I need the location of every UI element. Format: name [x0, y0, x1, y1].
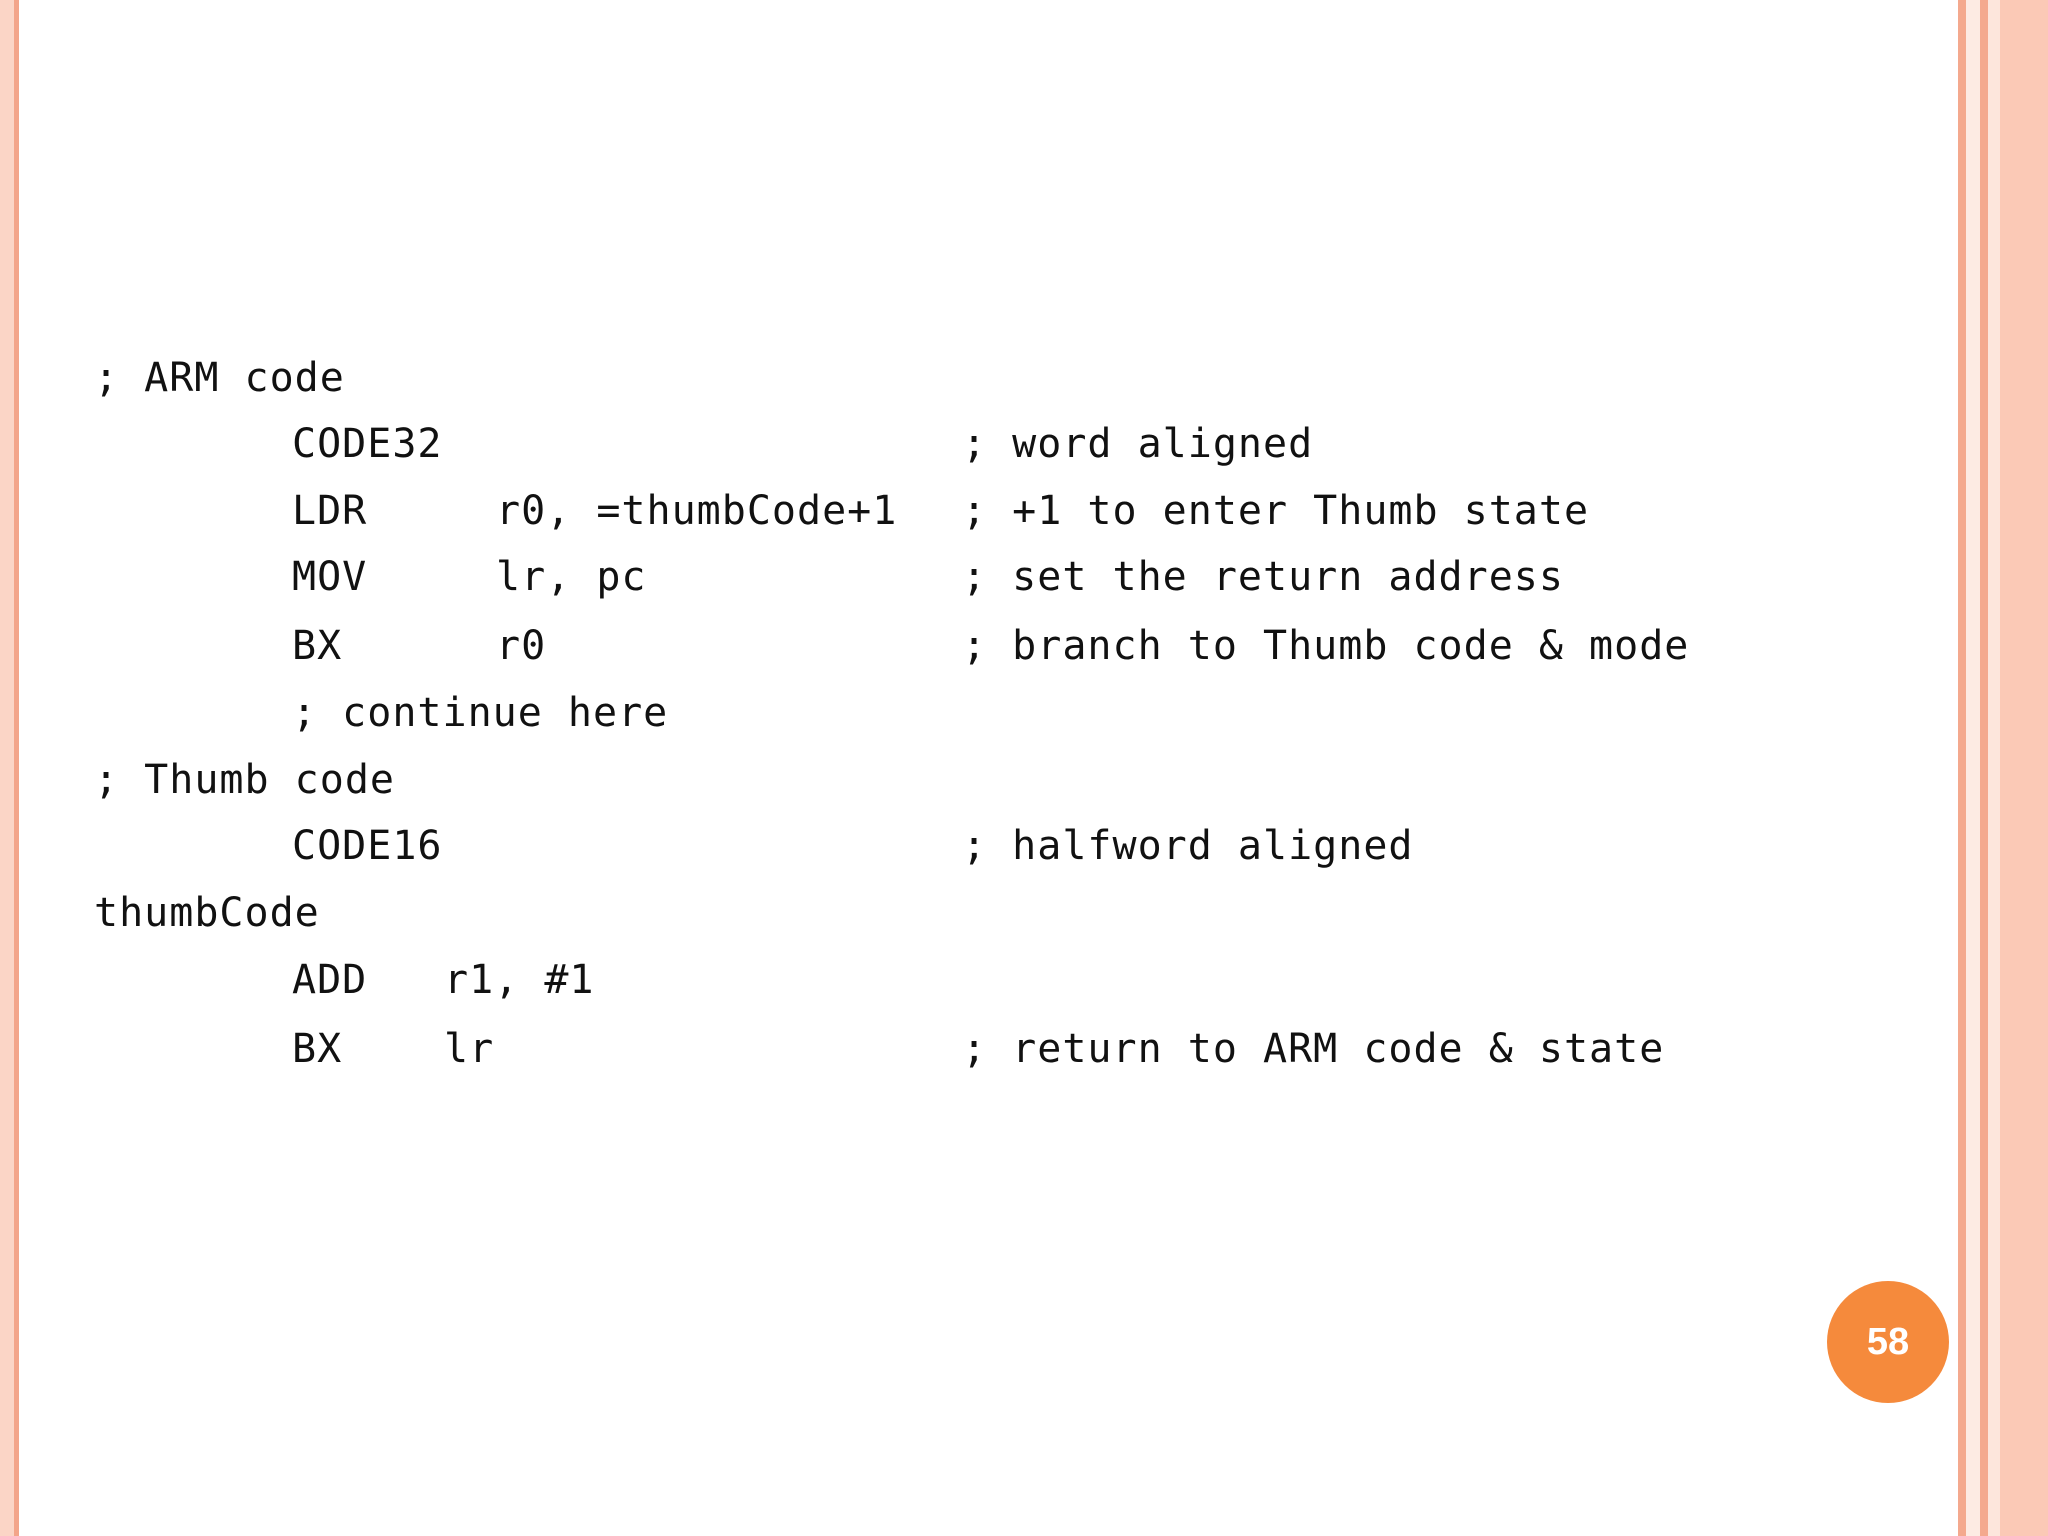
ldr-instruction: LDR — [292, 488, 368, 534]
ldr-operands: r0, =thumbCode+1 — [496, 488, 898, 534]
continue-comment: ; continue here — [292, 690, 669, 736]
add-operands: r1, #1 — [444, 957, 595, 1003]
thumb-code-comment: ; Thumb code — [94, 757, 395, 803]
code32-directive: CODE32 — [292, 421, 443, 467]
bx-return-instruction: BX — [292, 1026, 343, 1072]
mov-instruction: MOV — [292, 554, 368, 600]
left-border — [0, 0, 14, 1536]
add-instruction: ADD — [292, 957, 368, 1003]
right-border-stripe — [1966, 0, 1980, 1536]
bx-operands: r0 — [496, 623, 547, 669]
bx-return-comment: ; return to ARM code & state — [962, 1026, 1665, 1072]
mov-operands: lr, pc — [496, 554, 647, 600]
right-border-stripe — [1988, 0, 2000, 1536]
bx-return-operands: lr — [444, 1026, 495, 1072]
arm-code-comment: ; ARM code — [94, 355, 345, 401]
code16-directive: CODE16 — [292, 823, 443, 869]
page-number-badge: 58 — [1827, 1281, 1949, 1403]
mov-comment: ; set the return address — [962, 554, 1564, 600]
left-border-line — [14, 0, 19, 1536]
bx-instruction: BX — [292, 623, 343, 669]
ldr-comment: ; +1 to enter Thumb state — [962, 488, 1590, 534]
right-border-stripe — [1980, 0, 1988, 1536]
bx-comment: ; branch to Thumb code & mode — [962, 623, 1690, 669]
code16-comment: ; halfword aligned — [962, 823, 1414, 869]
code32-comment: ; word aligned — [962, 421, 1314, 467]
right-border — [2000, 0, 2048, 1536]
right-border-stripe — [1958, 0, 1966, 1536]
thumbcode-label: thumbCode — [94, 890, 320, 936]
